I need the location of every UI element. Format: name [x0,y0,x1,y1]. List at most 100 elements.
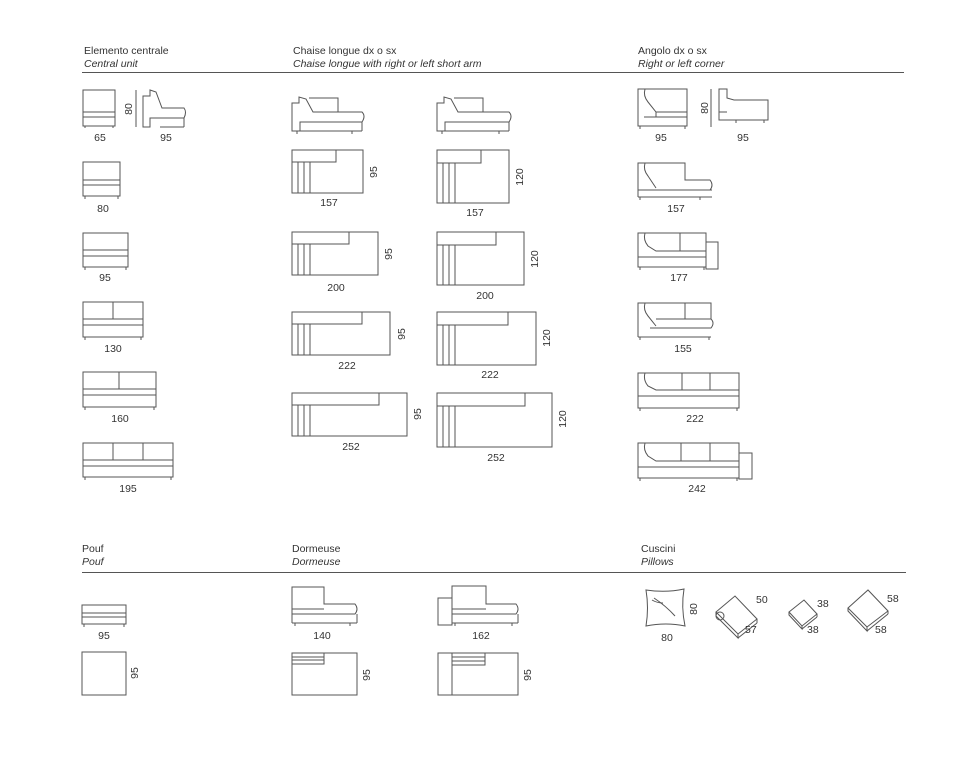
section-title-it: Dormeuse [292,543,341,555]
dimension-label: 157 [466,207,484,219]
dimension-label: 95 [160,132,172,144]
dormeuse-162-front [438,586,518,626]
chaise-plan-200-120 [437,232,524,285]
dimension-label: 95 [412,408,424,420]
dimension-label: 140 [313,630,331,642]
section-divider-bottom [82,572,906,573]
dimension-label: 38 [817,598,829,610]
central-unit-65-front [83,90,115,128]
central-unit-130 [83,302,143,340]
dimension-label: 162 [472,630,490,642]
dimension-label: 50 [756,594,768,606]
dimension-label: 80 [97,203,109,215]
dimension-label: 95 [383,248,395,260]
section-header-chaise: Chaise longue dx o sx Chaise longue with… [293,45,482,71]
dimension-label: 57 [745,624,757,636]
dimension-label: 95 [99,272,111,284]
dimension-label: 222 [338,360,356,372]
dimension-label: 157 [667,203,685,215]
section-title-en: Central unit [84,58,138,70]
dimension-label: 222 [481,369,499,381]
section-title-en: Pouf [82,556,104,568]
chaise-plan-157-120 [437,150,509,203]
section-divider-top [82,72,904,73]
section-title-en: Dormeuse [292,556,341,568]
section-header-pouf: Pouf Pouf [82,543,104,569]
dimension-label: 242 [688,483,706,495]
central-unit-80 [83,162,120,199]
dimension-label: 120 [514,168,526,186]
dormeuse-162-plan [438,653,518,695]
dimension-label: 65 [94,132,106,144]
dimension-label: 160 [111,413,129,425]
dimension-label: 252 [487,452,505,464]
dimension-label: 95 [396,328,408,340]
central-unit-side-view [143,90,186,127]
dimension-label: 80 [699,102,711,114]
section-header-central: Elemento centrale Central unit [84,45,169,71]
corner-unit-95-front [638,89,687,129]
corner-unit-157 [638,163,712,200]
section-header-corner: Angolo dx o sx Right or left corner [638,45,724,71]
section-title-en: Pillows [641,556,674,568]
pillow-38 [789,600,817,629]
section-header-pillows: Cuscini Pillows [641,543,675,569]
dimension-label: 120 [541,329,553,347]
pouf-front [82,605,126,627]
dimension-label: 155 [674,343,692,355]
section-title-it: Cuscini [641,543,676,555]
section-header-dormeuse: Dormeuse Dormeuse [292,543,340,569]
dimension-label: 222 [686,413,704,425]
dimension-label: 58 [875,624,887,636]
dimension-label: 120 [529,250,541,268]
chaise-plan-222-120 [437,312,536,365]
pillow-58 [848,590,888,631]
dormeuse-140-front [292,587,357,626]
chaise-side-view-b [437,97,511,134]
chaise-plan-252-120 [437,393,552,447]
corner-unit-side-view [719,89,768,123]
dimension-label: 130 [104,343,122,355]
dimension-label: 95 [368,166,380,178]
dimension-label: 200 [476,290,494,302]
central-unit-160 [83,372,156,410]
dimension-label: 95 [655,132,667,144]
dimension-label: 120 [557,410,569,428]
dimension-label: 95 [737,132,749,144]
central-unit-195 [83,443,173,480]
corner-unit-155 [638,303,713,340]
chaise-plan-252-95 [292,393,407,436]
dimension-label: 38 [807,624,819,636]
dimension-label: 252 [342,441,360,453]
chaise-plan-222-95 [292,312,390,355]
dimension-label: 80 [688,603,700,615]
chaise-plan-157-95 [292,150,363,193]
dimension-label: 95 [522,669,534,681]
section-title-en: Chaise longue with right or left short a… [293,58,482,70]
section-title-en: Right or left corner [638,58,725,70]
dimension-label: 195 [119,483,137,495]
dimension-label: 95 [361,669,373,681]
pouf-plan [82,652,126,695]
pillow-50 [716,596,757,638]
dimension-label: 80 [123,103,135,115]
dormeuse-140-plan [292,653,357,695]
section-title-it: Elemento centrale [84,45,169,57]
corner-unit-242 [638,443,752,481]
dimension-label: 80 [661,632,673,644]
chaise-side-view-a [292,97,364,134]
dimension-label: 95 [98,630,110,642]
section-title-it: Angolo dx o sx [638,45,707,57]
dimension-label: 95 [129,667,141,679]
dimension-label: 58 [887,593,899,605]
section-title-it: Pouf [82,543,104,555]
central-unit-95 [83,233,128,270]
dimension-label: 200 [327,282,345,294]
corner-unit-177 [638,233,718,270]
pillow-80 [646,589,685,626]
dimension-label: 157 [320,197,338,209]
section-title-it: Chaise longue dx o sx [293,45,397,57]
chaise-plan-200-95 [292,232,378,275]
dimension-label: 177 [670,272,688,284]
